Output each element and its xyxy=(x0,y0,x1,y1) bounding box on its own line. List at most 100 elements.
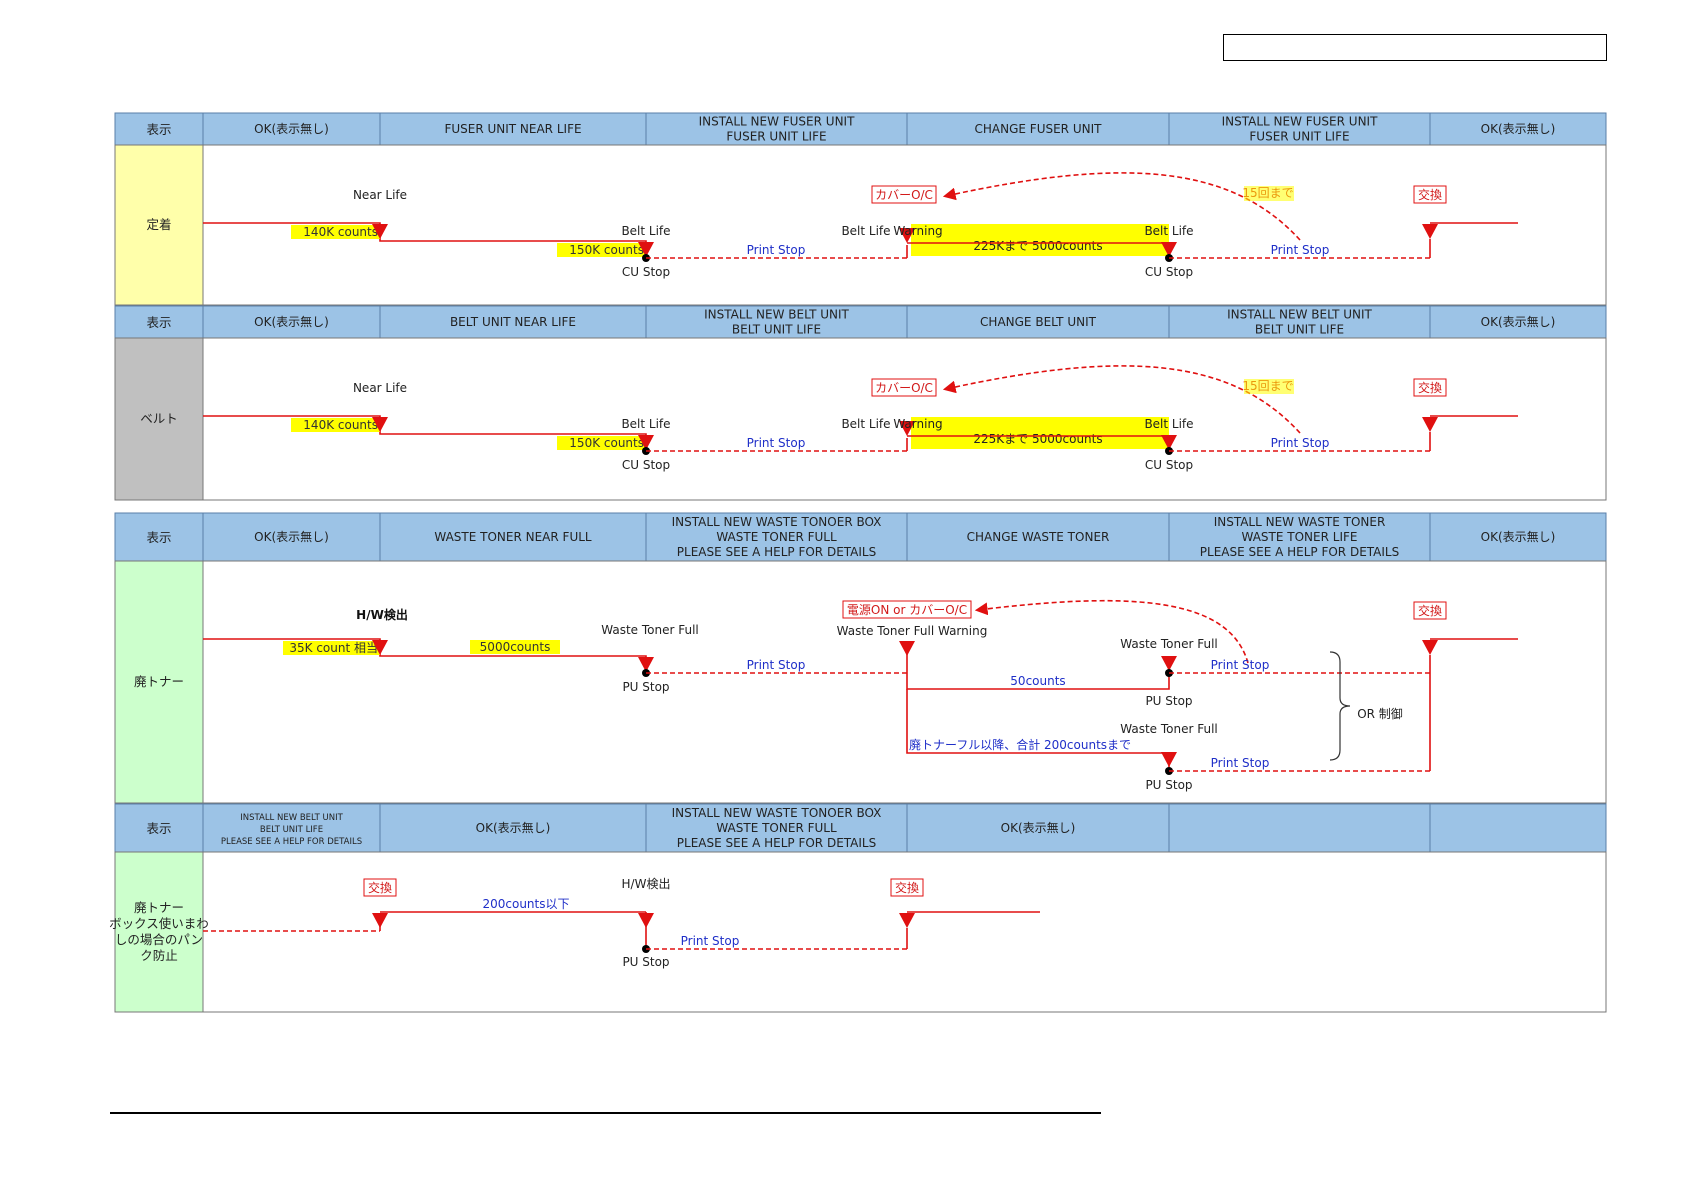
header-column-label: WASTE TONER NEAR FULL xyxy=(434,530,592,544)
header-column-label: CHANGE WASTE TONER xyxy=(967,530,1110,544)
warning-label-a: Belt Life xyxy=(841,224,890,238)
cover-label: カバーO/C xyxy=(875,188,933,202)
header-label: 表示 xyxy=(146,122,171,137)
header-row xyxy=(114,512,1607,562)
exchange-label-box xyxy=(1413,378,1447,397)
full-3-label: Waste Toner Full xyxy=(1120,722,1218,736)
header-column-label: OK(表示無し) xyxy=(254,121,329,136)
side-label: 廃トナー xyxy=(134,900,184,915)
header-column-label: FUSER UNIT NEAR LIFE xyxy=(444,122,581,136)
hw-detect-label: H/W検出 xyxy=(356,607,408,622)
header-label: 表示 xyxy=(146,530,171,545)
count-a-label: 140K counts xyxy=(303,418,378,432)
fifty-branch-line xyxy=(906,646,1170,690)
exchange-label-box xyxy=(1413,185,1447,204)
header-column-label: OK(表示無し) xyxy=(254,314,329,329)
cover-label-box xyxy=(871,378,937,397)
header-column-label: INSTALL NEW BELT UNIT xyxy=(704,308,849,322)
box-exchange-2-marker xyxy=(899,913,915,928)
header-column-label: INSTALL NEW BELT UNIT xyxy=(1227,308,1372,322)
waste-exchange-label: 交換 xyxy=(1418,603,1442,618)
warning-label-b: Warning xyxy=(893,417,942,431)
header-column-label: INSTALL NEW WASTE TONOER BOX xyxy=(672,515,882,529)
header-column-label: WASTE TONER FULL xyxy=(716,821,837,835)
document-number-box xyxy=(1223,34,1607,61)
header-column-label: BELT UNIT NEAR LIFE xyxy=(450,315,576,329)
print-stop-3-label: Print Stop xyxy=(1211,756,1270,770)
exchange-marker xyxy=(1422,224,1438,239)
print-stop-label: Print Stop xyxy=(747,436,806,450)
times-highlight xyxy=(1244,379,1294,394)
warning-range-highlight xyxy=(911,224,1169,256)
box-exchange-label: 交換 xyxy=(368,880,392,895)
side-label: ベルト xyxy=(140,411,178,426)
header-row xyxy=(114,803,1607,853)
header-column-label: PLEASE SEE A HELP FOR DETAILS xyxy=(677,836,876,850)
cu-stop-label: CU Stop xyxy=(622,265,670,279)
header-column-label: INSTALL NEW WASTE TONOER BOX xyxy=(672,806,882,820)
print-stop-2-label: Print Stop xyxy=(1271,436,1330,450)
box-hw-label: H/W検出 xyxy=(622,877,671,891)
header-column-label: WASTE TONER LIFE xyxy=(1242,530,1358,544)
waste-count-a-highlight xyxy=(283,641,380,655)
warning-marker xyxy=(899,421,915,436)
body-block xyxy=(202,144,1607,306)
times-highlight xyxy=(1244,186,1294,201)
full-warning-label: Waste Toner Full Warning xyxy=(837,624,988,638)
cu-stop-label: CU Stop xyxy=(622,458,670,472)
waste-count-a-label: 35K count 相当 xyxy=(289,641,378,655)
count-a-highlight xyxy=(291,418,380,432)
power-cover-label-box xyxy=(842,600,972,619)
side-label: しの場合のパン xyxy=(115,932,203,947)
side-label: 廃トナー xyxy=(134,674,184,689)
side-block xyxy=(114,851,204,1013)
belt-life-marker xyxy=(638,242,654,257)
under200-label: 200counts以下 xyxy=(482,897,569,911)
side-label: ク防止 xyxy=(140,948,178,963)
header-column-label: INSTALL NEW FUSER UNIT xyxy=(1222,115,1379,129)
print-stop-2-label: Print Stop xyxy=(1271,243,1330,257)
header-row xyxy=(114,305,1607,339)
header-column-label: BELT UNIT LIFE xyxy=(732,323,821,337)
header-column-label: FUSER UNIT LIFE xyxy=(726,130,826,144)
cu-stop-2-label: CU Stop xyxy=(1145,265,1193,279)
or-brace xyxy=(1329,651,1351,761)
full-2-marker xyxy=(1161,656,1177,671)
count-b-highlight xyxy=(557,436,646,450)
pu-stop-2-label: PU Stop xyxy=(1145,694,1192,708)
waste-exchange-label-box xyxy=(1413,601,1447,620)
header-column-label: PLEASE SEE A HELP FOR DETAILS xyxy=(677,545,876,559)
count-b-label: 150K counts xyxy=(569,243,644,257)
header-column-label: CHANGE FUSER UNIT xyxy=(975,122,1103,136)
warning-marker xyxy=(899,228,915,243)
box-exchange-2-label-box xyxy=(890,878,924,897)
fifty-label: 50counts xyxy=(1010,674,1065,688)
exchange-label: 交換 xyxy=(1418,380,1442,395)
warning-label-a: Belt Life xyxy=(841,417,890,431)
retry-arrow xyxy=(942,172,1301,241)
waste-print-stop-label: Print Stop xyxy=(747,658,806,672)
exchange-marker xyxy=(1422,417,1438,432)
waste-count-b-label: 5000counts xyxy=(480,640,551,654)
header-column-label: BELT UNIT LIFE xyxy=(1255,323,1344,337)
header-column-label: BELT UNIT LIFE xyxy=(260,825,323,835)
header-column-label: INSTALL NEW FUSER UNIT xyxy=(699,115,856,129)
header-column-label: OK(表示無し) xyxy=(476,820,551,835)
near-life-label: Near Life xyxy=(353,188,407,202)
range-label: 225Kまで 5000counts xyxy=(973,432,1102,446)
full-2-label: Waste Toner Full xyxy=(1120,637,1218,651)
header-column-label: PLEASE SEE A HELP FOR DETAILS xyxy=(1200,545,1399,559)
or-control-label: OR 制御 xyxy=(1357,706,1403,721)
waste-full-label: Waste Toner Full xyxy=(601,623,699,637)
print-stop-label: Print Stop xyxy=(747,243,806,257)
print-stop-2-label: Print Stop xyxy=(1211,658,1270,672)
count-a-highlight xyxy=(291,225,380,239)
waste-count-b-highlight xyxy=(470,640,560,654)
count-a-label: 140K counts xyxy=(303,225,378,239)
side-block xyxy=(114,337,204,501)
after-full-label: 廃トナーフル以降、合計 200countsまで xyxy=(909,737,1131,752)
count-b-label: 150K counts xyxy=(569,436,644,450)
header-column-label: FUSER UNIT LIFE xyxy=(1249,130,1349,144)
header-column-label: CHANGE BELT UNIT xyxy=(980,315,1097,329)
